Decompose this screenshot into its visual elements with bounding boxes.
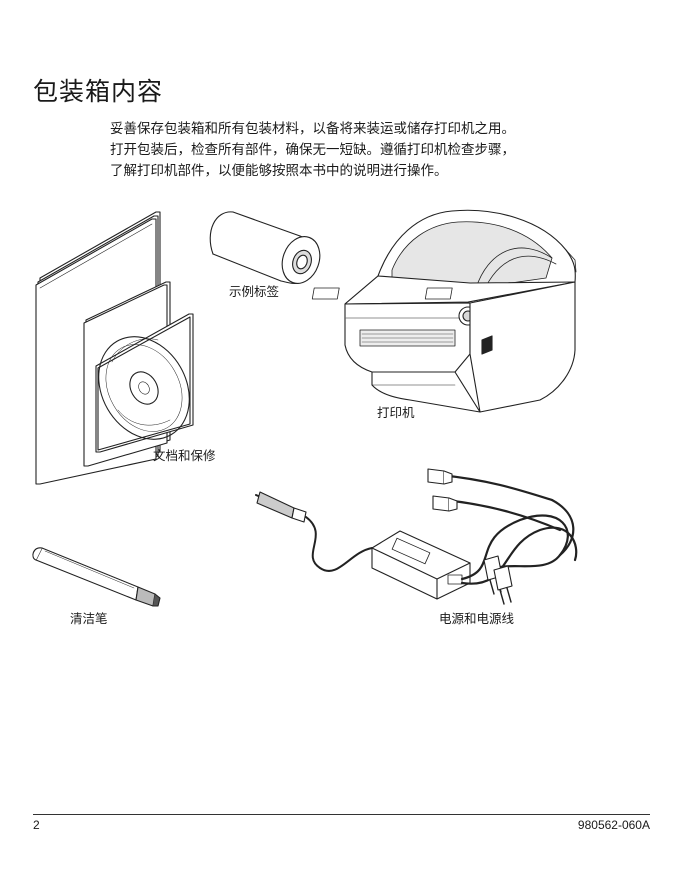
document-id: 980562-060A <box>577 818 650 832</box>
cleaning-pen-illustration <box>32 547 161 607</box>
label-roll-illustration <box>209 211 321 284</box>
intro-paragraph: 妥善保存包装箱和所有包装材料，以备将来装运或储存打印机之用。 打开包装后，检查所… <box>110 119 580 182</box>
intro-line: 打开包装后，检查所有部件，确保无一短缺。遵循打印机检查步骤， <box>110 142 515 158</box>
power-supply-illustration <box>255 468 578 605</box>
caption-power-supply: 电源和电源线 <box>439 611 515 626</box>
box-contents-illustration: 示例标签 打印机 文档和保修 清洁笔 电源和电源线 <box>0 195 683 635</box>
page-number: 2 <box>33 818 40 832</box>
section-title: 包装箱内容 <box>33 77 164 106</box>
documentation-illustration <box>35 211 194 485</box>
intro-line: 了解打印机部件，以便能够按照本书中的说明进行操作。 <box>110 163 448 179</box>
caption-sample-labels: 示例标签 <box>229 284 280 299</box>
printer-illustration <box>311 209 577 413</box>
intro-line: 妥善保存包装箱和所有包装材料，以备将来装运或储存打印机之用。 <box>110 121 515 137</box>
footer-rule <box>33 814 650 815</box>
caption-docs-warranty: 文档和保修 <box>153 448 216 463</box>
caption-cleaning-pen: 清洁笔 <box>70 611 108 626</box>
caption-printer: 打印机 <box>377 405 415 420</box>
